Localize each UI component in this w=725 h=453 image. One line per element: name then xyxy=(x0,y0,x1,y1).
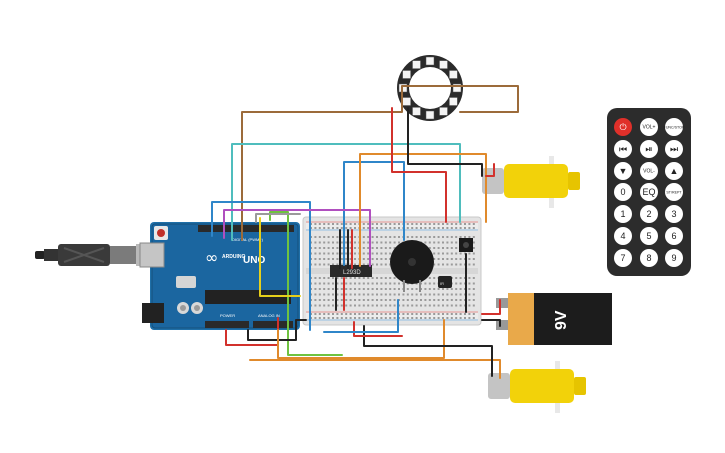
remote-button[interactable]: EQ xyxy=(640,183,658,201)
remote-button[interactable]: 9 xyxy=(665,249,683,267)
ir-remote[interactable]: ⏻ VOL+ FUNC/STOP ⏮ ⏯ ⏭ ▼ VOL- ▲ 0 EQ ST/REPT 1 2 3 4 5 6 7… xyxy=(607,108,691,276)
analog-header[interactable] xyxy=(253,321,293,328)
remote-button-label: 4 xyxy=(620,231,625,241)
remote-button[interactable]: VOL- xyxy=(640,162,658,180)
neopixel-led xyxy=(425,56,435,66)
neopixel-led xyxy=(449,70,458,79)
push-button[interactable] xyxy=(459,238,473,252)
wire-orange xyxy=(249,359,501,379)
dc-motor-icon[interactable] xyxy=(488,361,586,413)
battery-label: 9V xyxy=(553,310,570,330)
wire-blue xyxy=(211,201,311,331)
remote-button[interactable]: 7 xyxy=(614,249,632,267)
remote-button-label: VOL+ xyxy=(643,125,656,131)
digital-label: DIGITAL (PWM~) xyxy=(232,237,264,242)
remote-button[interactable]: ⏮ xyxy=(614,140,632,158)
remote-button-label: ⏻ xyxy=(619,122,626,132)
remote-button-label: ⏯ xyxy=(645,144,652,154)
remote-button[interactable]: FUNC/STOP xyxy=(664,118,685,136)
remote-button[interactable]: 3 xyxy=(665,205,683,223)
remote-button-label: ⏮ xyxy=(619,144,627,154)
wires xyxy=(211,85,519,379)
driver-chip-label: L293D xyxy=(343,270,361,276)
wire-orange xyxy=(277,319,445,359)
remote-button-label: 8 xyxy=(646,253,651,263)
power-jack xyxy=(142,303,164,323)
wire-orange xyxy=(359,153,487,267)
remote-button[interactable]: 4 xyxy=(614,227,632,245)
wire-blue xyxy=(343,161,405,266)
power-label: POWER xyxy=(220,313,235,318)
wire-gray xyxy=(255,213,301,223)
neopixel-led xyxy=(402,70,411,79)
dc-motor-icon[interactable] xyxy=(482,156,580,208)
wire-black xyxy=(363,325,493,377)
atmega-chip xyxy=(205,290,291,304)
neopixel-led xyxy=(439,107,448,116)
neopixel-led xyxy=(412,107,421,116)
remote-button-label: 5 xyxy=(646,231,651,241)
arduino-uno-board[interactable]: ∞ ARDUINO UNO DIGITAL (PWM~) POWER ANALO… xyxy=(139,222,300,330)
remote-button[interactable]: 0 xyxy=(614,183,632,201)
neopixel-led xyxy=(449,97,458,106)
remote-button-label: ▼ xyxy=(619,166,628,176)
power-header[interactable] xyxy=(205,321,249,328)
remote-button[interactable]: ST/REPT xyxy=(665,183,683,201)
wire-yellow xyxy=(259,217,301,297)
wire-red xyxy=(485,163,495,177)
remote-button[interactable]: ▲ xyxy=(665,162,683,180)
remote-button[interactable]: ⏯ xyxy=(640,140,658,158)
remote-button-label: 2 xyxy=(646,209,651,219)
wire-red xyxy=(481,299,501,315)
neopixel-ring-icon[interactable] xyxy=(397,55,463,121)
neopixel-led xyxy=(439,60,448,69)
remote-button[interactable]: 2 xyxy=(640,205,658,223)
wire-red xyxy=(353,321,403,337)
neopixel-led xyxy=(425,110,435,120)
remote-button-label: 7 xyxy=(620,253,625,263)
remote-button[interactable]: VOL+ xyxy=(640,118,658,136)
digital-header[interactable] xyxy=(198,225,294,232)
wire-black xyxy=(481,319,501,327)
wire-purple xyxy=(223,209,371,267)
analog-label: ANALOG IN xyxy=(258,313,280,318)
neopixel-led xyxy=(402,97,411,106)
wire-red xyxy=(391,107,447,223)
remote-button-label: 0 xyxy=(620,187,625,197)
ir-sensor[interactable]: IR xyxy=(438,276,452,288)
remote-button-label: VOL- xyxy=(643,169,655,175)
remote-button-label: ST/REPT xyxy=(666,191,682,195)
remote-button[interactable]: 5 xyxy=(640,227,658,245)
9v-battery[interactable]: 9V xyxy=(496,293,612,345)
wire-blue xyxy=(323,299,399,333)
wire-black xyxy=(407,107,483,177)
remote-button-label: ▲ xyxy=(670,166,679,176)
arduino-brand: ARDUINO xyxy=(222,254,245,260)
remote-button[interactable]: ⏻ xyxy=(614,118,632,136)
wire-brown xyxy=(241,85,519,241)
neopixel-led xyxy=(452,83,462,93)
remote-button-label: 1 xyxy=(620,209,625,219)
remote-button[interactable]: ▼ xyxy=(614,162,632,180)
remote-button[interactable]: 8 xyxy=(640,249,658,267)
remote-button-label: 6 xyxy=(671,231,676,241)
remote-button-label: 9 xyxy=(671,253,676,263)
remote-button-label: 3 xyxy=(671,209,676,219)
remote-button[interactable]: 6 xyxy=(665,227,683,245)
ir-sensor-label: IR xyxy=(440,281,444,286)
piezo-buzzer-icon[interactable] xyxy=(390,240,434,292)
wire-black xyxy=(247,319,307,341)
arduino-model: UNO xyxy=(243,255,265,266)
arduino-logo: ∞ xyxy=(205,248,218,267)
remote-button-label: FUNC/STOP xyxy=(664,126,685,130)
remote-button[interactable]: ⏭ xyxy=(665,140,683,158)
wire-teal xyxy=(231,143,461,241)
neopixel-led xyxy=(412,60,421,69)
remote-button[interactable]: 1 xyxy=(614,205,632,223)
remote-button-label: ⏭ xyxy=(670,144,678,154)
usb-port xyxy=(139,242,165,268)
remote-button-label: EQ xyxy=(642,187,655,197)
